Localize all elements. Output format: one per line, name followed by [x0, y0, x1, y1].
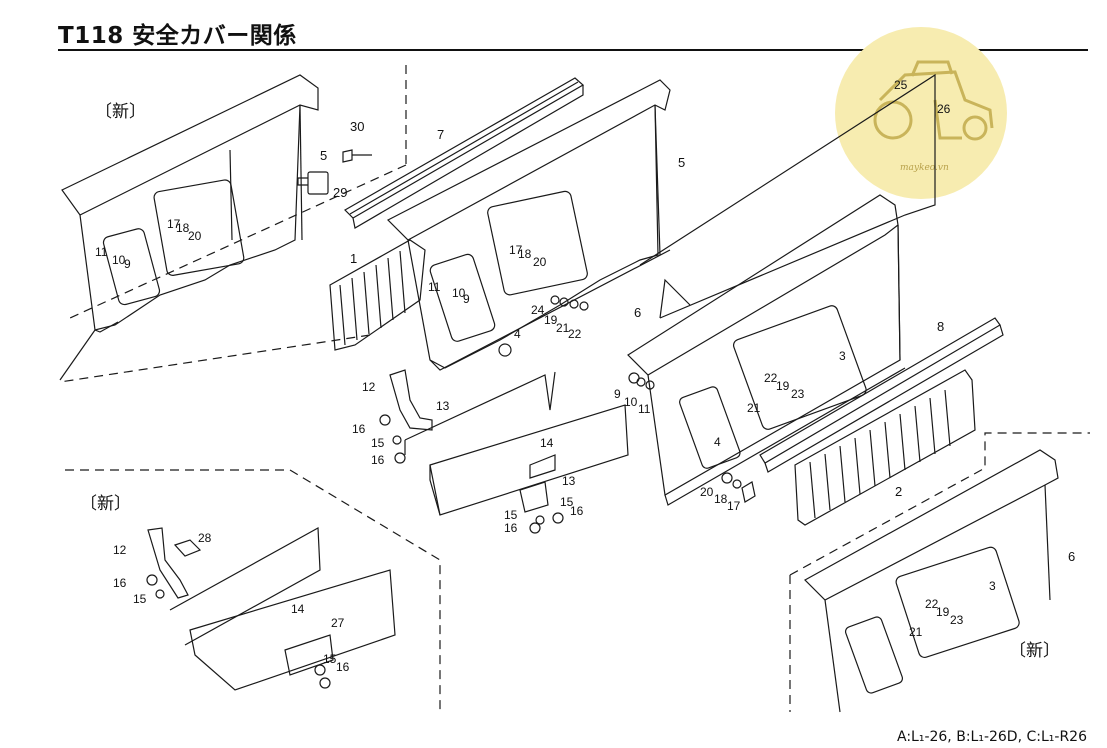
- cover-center: [386, 79, 671, 371]
- callout-26: 26: [937, 102, 951, 116]
- dashed-line-c: [789, 432, 1090, 576]
- callout-4-center: 4: [514, 327, 521, 341]
- dashed-line-a: [69, 164, 407, 319]
- callout-22-right: 22: [764, 371, 778, 385]
- callout-23-bottom: 23: [950, 613, 964, 627]
- strip-part-8: [759, 317, 1004, 473]
- callout-20-left: 20: [188, 229, 202, 243]
- callout-20-center: 20: [533, 255, 547, 269]
- callout-28: 28: [198, 531, 212, 545]
- callout-15-center-c: 15: [504, 508, 518, 522]
- cover-new-top-left: [59, 74, 319, 381]
- callout-21-right: 21: [747, 401, 761, 415]
- callout-10-center: 10: [452, 286, 466, 300]
- callout-15-left: 15: [133, 592, 147, 606]
- callout-15-left-b: 15: [323, 652, 337, 666]
- callout-13-center-b: 13: [562, 474, 576, 488]
- watermark-text: maykeo.vn: [900, 163, 949, 173]
- model-footer: A:L₁-26, B:L₁-26D, C:L₁-R26: [896, 729, 1087, 745]
- callout-22-center: 22: [568, 327, 582, 341]
- callout-16-center-b: 16: [371, 453, 385, 467]
- callout-21-center: 21: [556, 321, 570, 335]
- callout-11-center: 11: [428, 280, 441, 294]
- callout-12-left: 12: [113, 543, 127, 557]
- callout-9-center: 9: [463, 292, 470, 306]
- cover-large-part-6: [627, 73, 936, 506]
- callout-14-left: 14: [291, 602, 305, 616]
- new-label-top-left: 〔新〕: [95, 102, 146, 122]
- callout-19-right: 19: [776, 379, 790, 393]
- new-label-bottom-right: 〔新〕: [1009, 641, 1060, 661]
- callout-18-center: 18: [518, 247, 532, 261]
- callout-17-center: 17: [509, 243, 523, 257]
- callout-23-right: 23: [791, 387, 805, 401]
- callout-11-right: 11: [638, 402, 651, 416]
- callout-4-right: 4: [714, 435, 721, 449]
- callout-3-center: 3: [839, 349, 846, 363]
- callout-16-center-d: 16: [504, 521, 518, 535]
- callout-15-center-a: 15: [371, 436, 385, 450]
- callout-16-left-b: 16: [336, 660, 350, 674]
- callout-30: 30: [350, 119, 364, 134]
- callout-16-center-a: 16: [352, 422, 366, 436]
- grille-part-1: [329, 239, 426, 351]
- callout-6-center: 6: [634, 305, 641, 320]
- callout-labels: 30 5 29 11 10 9 17 18 20 7 5 1 11 10 9 1…: [95, 78, 1075, 674]
- brackets-middle: [379, 369, 629, 534]
- rail-part-7: [344, 77, 585, 229]
- callout-7: 7: [437, 127, 444, 142]
- callout-2: 2: [895, 484, 902, 499]
- grille-part-2: [794, 369, 976, 526]
- callout-25: 25: [894, 78, 908, 92]
- callout-12-center: 12: [362, 380, 376, 394]
- callout-9-left: 9: [124, 257, 131, 271]
- callout-20-right: 20: [700, 485, 714, 499]
- callout-8: 8: [937, 319, 944, 334]
- callout-1: 1: [350, 251, 357, 266]
- dashed-line-b: [65, 469, 441, 710]
- watermark-logo: maykeo.vn: [835, 27, 1007, 199]
- callout-3-bottom: 3: [989, 579, 996, 593]
- page-title: T118 安全カバー関係: [58, 23, 297, 49]
- title-divider: [58, 49, 1088, 51]
- callout-18-right: 18: [714, 492, 728, 506]
- callout-10-right: 10: [624, 395, 638, 409]
- cover-new-bottom-right: [804, 449, 1059, 713]
- callout-17-left: 17: [167, 217, 181, 231]
- new-label-mid-left: 〔新〕: [80, 494, 131, 514]
- callout-10-left: 10: [112, 253, 126, 267]
- brackets-lower-left: [146, 527, 396, 691]
- callout-11-left: 11: [95, 245, 108, 259]
- callout-16-left: 16: [113, 576, 127, 590]
- callout-19-bottom: 19: [936, 605, 950, 619]
- callout-16-center-c: 16: [570, 504, 584, 518]
- callout-13-center: 13: [436, 399, 450, 413]
- callout-27: 27: [331, 616, 345, 630]
- callout-5-center: 5: [678, 155, 685, 170]
- callout-9-right: 9: [614, 387, 621, 401]
- callout-19-center: 19: [544, 313, 558, 327]
- callout-6-bottom: 6: [1068, 549, 1075, 564]
- callout-5-left: 5: [320, 148, 327, 163]
- callout-22-bottom: 22: [925, 597, 939, 611]
- callout-18-left: 18: [176, 221, 190, 235]
- callout-24: 24: [531, 303, 545, 317]
- callout-29: 29: [333, 185, 347, 200]
- callout-17-right: 17: [727, 499, 741, 513]
- callout-15-center-b: 15: [560, 495, 574, 509]
- callout-14-center: 14: [540, 436, 554, 450]
- callout-21-bottom: 21: [909, 625, 923, 639]
